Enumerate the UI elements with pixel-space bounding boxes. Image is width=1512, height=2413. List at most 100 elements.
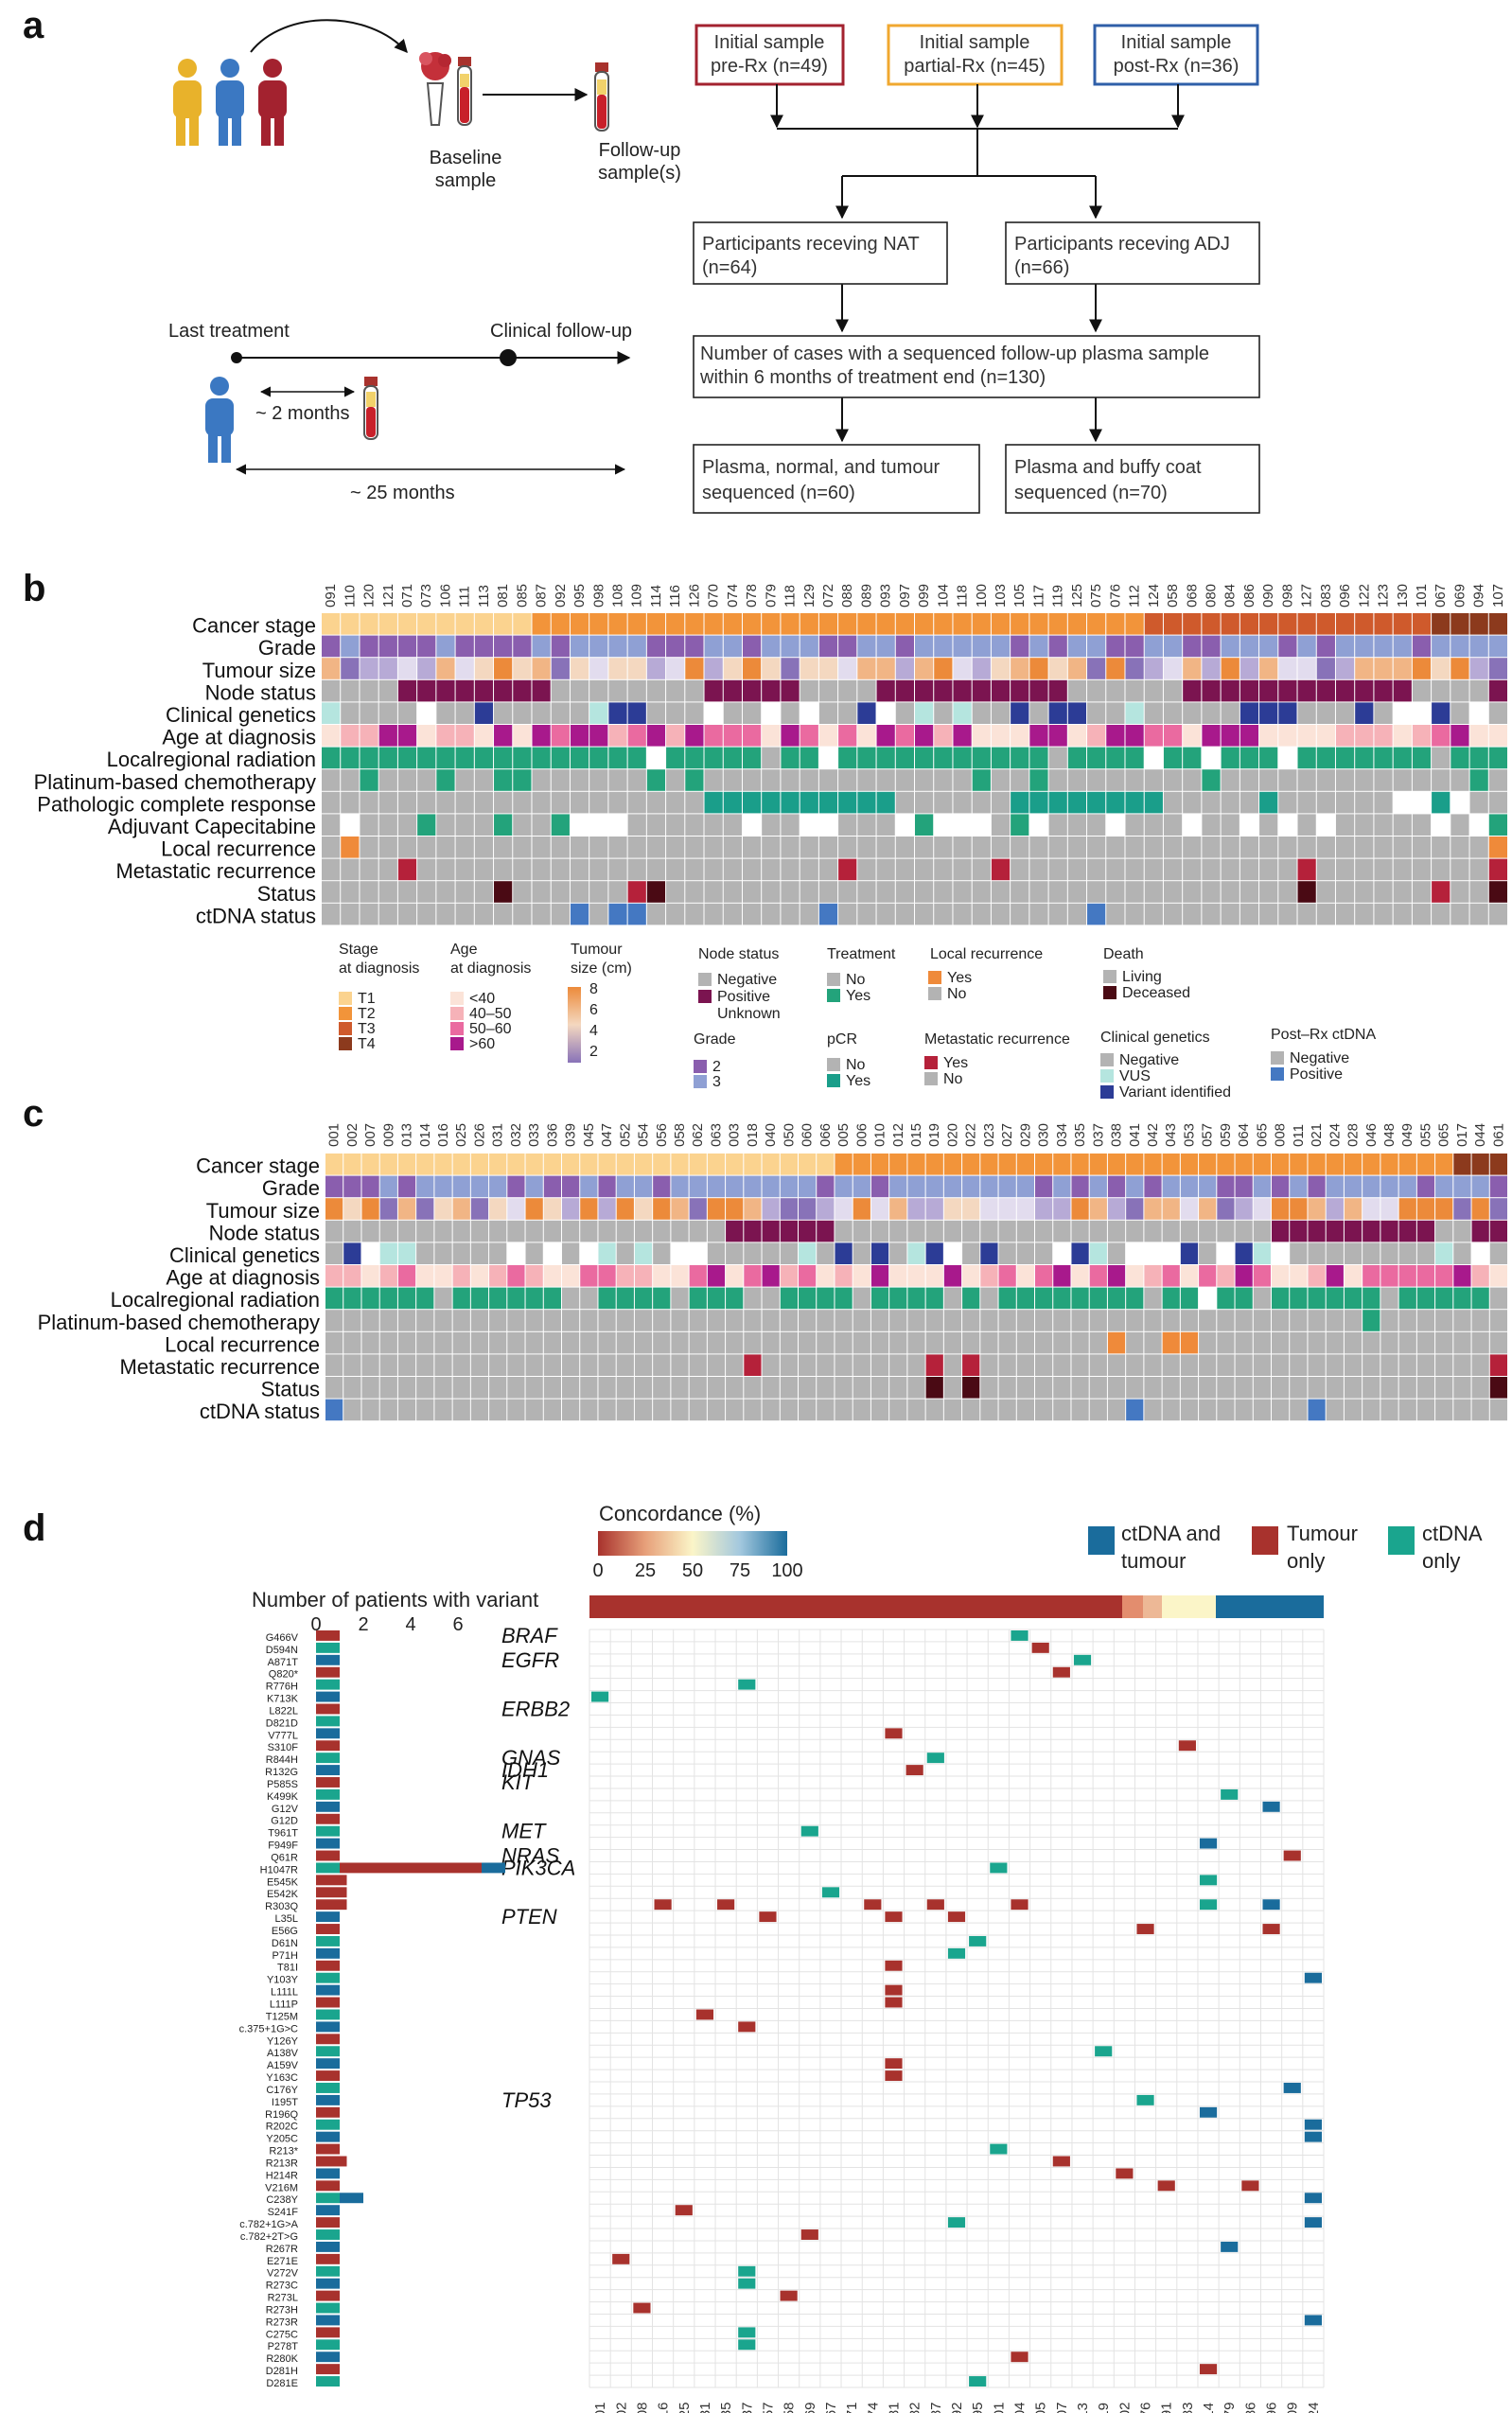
heatmap-cell bbox=[507, 1265, 525, 1287]
legend-swatch bbox=[694, 1075, 707, 1088]
heatmap-cell bbox=[397, 903, 417, 925]
heatmap-cell bbox=[513, 747, 532, 769]
patient-id: 056 bbox=[654, 1123, 670, 1147]
heatmap-cell bbox=[870, 1287, 889, 1310]
heatmap-cell bbox=[1489, 1331, 1507, 1354]
heatmap-cell bbox=[1011, 814, 1029, 836]
heatmap-cell bbox=[762, 814, 781, 836]
variant-bar bbox=[316, 2046, 340, 2057]
heatmap-cell bbox=[1412, 791, 1432, 814]
box-nat bbox=[693, 221, 948, 285]
heatmap-cell bbox=[1180, 1242, 1199, 1264]
variant-cell bbox=[947, 2217, 966, 2228]
heatmap-cell bbox=[907, 1175, 925, 1198]
heatmap-cell bbox=[397, 881, 417, 903]
heatmap-cell bbox=[513, 791, 532, 814]
heatmap-cell bbox=[570, 814, 589, 836]
heatmap-cell bbox=[1453, 1377, 1471, 1399]
heatmap-cell bbox=[762, 1377, 780, 1399]
heatmap-cell bbox=[1253, 1220, 1271, 1242]
heatmap-cell bbox=[532, 791, 551, 814]
heatmap-cell bbox=[1278, 858, 1297, 881]
heatmap-cell bbox=[934, 702, 953, 724]
heatmap-cell bbox=[580, 1175, 598, 1198]
heatmap-cell bbox=[991, 814, 1011, 836]
heatmap-cell bbox=[634, 1198, 653, 1220]
heatmap-cell bbox=[397, 613, 417, 635]
heatmap-cell bbox=[551, 814, 570, 836]
bar-tick: 6 bbox=[452, 1614, 463, 1635]
legend-label: 50–60 bbox=[469, 1021, 512, 1037]
variant-bar bbox=[316, 2070, 340, 2082]
heatmap-cell bbox=[598, 1287, 616, 1310]
mutation-label: H214R bbox=[266, 2170, 298, 2181]
heatmap-cell bbox=[1199, 1399, 1217, 1421]
heatmap-cell bbox=[634, 1154, 653, 1175]
heatmap-cell bbox=[870, 1310, 889, 1331]
heatmap-cell bbox=[1380, 1399, 1398, 1421]
heatmap-cell bbox=[1217, 1265, 1235, 1287]
heatmap-cell bbox=[1344, 1377, 1363, 1399]
variant-bar bbox=[316, 2180, 340, 2192]
heatmap-cell bbox=[762, 858, 781, 881]
heatmap-cell bbox=[1393, 769, 1412, 791]
variant-cell bbox=[1052, 1666, 1070, 1678]
heatmap-cell bbox=[1398, 1310, 1416, 1331]
heatmap-cell bbox=[1163, 858, 1183, 881]
patient-id: 010 bbox=[872, 1123, 888, 1147]
heatmap-cell bbox=[1106, 837, 1125, 858]
heatmap-cell bbox=[325, 1377, 343, 1399]
heatmap-cell bbox=[361, 1310, 379, 1331]
heatmap-cell bbox=[1035, 1399, 1053, 1421]
variant-cell bbox=[1304, 2131, 1322, 2142]
mutation-label: R273L bbox=[268, 2293, 298, 2304]
heatmap-cell bbox=[991, 658, 1011, 679]
heatmap-cell bbox=[436, 747, 455, 769]
heatmap-cell bbox=[627, 747, 646, 769]
heatmap-cell bbox=[991, 613, 1011, 635]
heatmap-cell bbox=[543, 1331, 561, 1354]
heatmap-cell bbox=[835, 1242, 853, 1264]
variant-cell bbox=[1221, 1788, 1239, 1800]
heatmap-cell bbox=[742, 791, 762, 814]
heatmap-cell bbox=[1089, 1354, 1107, 1376]
heatmap-cell bbox=[1432, 658, 1450, 679]
heatmap-cell bbox=[835, 1399, 853, 1421]
patient-id: 125 bbox=[1069, 584, 1085, 608]
heatmap-cell bbox=[1067, 613, 1087, 635]
heatmap-cell bbox=[915, 679, 934, 702]
heatmap-cell bbox=[1125, 791, 1144, 814]
heatmap-cell bbox=[1290, 1198, 1308, 1220]
heatmap-cell bbox=[1471, 1175, 1489, 1198]
heatmap-cell bbox=[1259, 837, 1278, 858]
heatmap-cell bbox=[781, 903, 800, 925]
heatmap-cell bbox=[1202, 903, 1221, 925]
heatmap-cell bbox=[360, 769, 378, 791]
heatmap-cell bbox=[551, 635, 570, 658]
heatmap-cell bbox=[762, 769, 781, 791]
heatmap-cell bbox=[1048, 747, 1067, 769]
variant-cell bbox=[800, 2229, 818, 2240]
heatmap-cell bbox=[1489, 1220, 1507, 1242]
row-label: Cancer stage bbox=[192, 614, 316, 638]
heatmap-cell bbox=[494, 725, 513, 747]
heatmap-cell bbox=[818, 747, 838, 769]
variant-bar bbox=[316, 2168, 340, 2179]
heatmap-cell bbox=[452, 1175, 470, 1198]
heatmap-cell bbox=[1035, 1310, 1053, 1331]
patient-id: 001 bbox=[326, 1123, 343, 1147]
patient-icon bbox=[205, 377, 234, 463]
heatmap-cell bbox=[934, 747, 953, 769]
heatmap-cell bbox=[1374, 658, 1393, 679]
heatmap-cell bbox=[1380, 1265, 1398, 1287]
heatmap-cell bbox=[1393, 858, 1412, 881]
heatmap-cell bbox=[646, 679, 666, 702]
size-tick: 4 bbox=[589, 1023, 598, 1039]
heatmap-cell bbox=[1089, 1175, 1107, 1198]
heatmap-cell bbox=[980, 1287, 998, 1310]
heatmap-cell bbox=[1239, 903, 1259, 925]
variant-cell bbox=[1304, 2193, 1322, 2204]
heatmap-cell bbox=[1183, 881, 1202, 903]
heatmap-cell bbox=[800, 881, 818, 903]
heatmap-cell bbox=[343, 1377, 361, 1399]
